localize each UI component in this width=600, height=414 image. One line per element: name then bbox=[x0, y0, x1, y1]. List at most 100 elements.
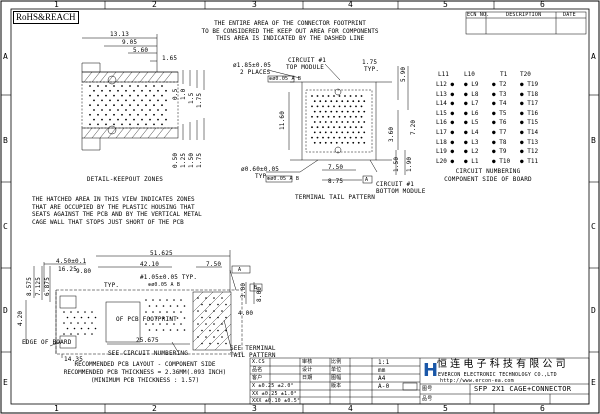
layout-via bbox=[183, 317, 186, 319]
keepout-pad bbox=[89, 113, 91, 116]
keepout-pad bbox=[101, 89, 103, 92]
layout-dim-51-625: 51.625 bbox=[150, 250, 173, 257]
row-letter-a: A bbox=[3, 52, 9, 61]
terminal-pin bbox=[311, 115, 313, 118]
keepout-pad bbox=[105, 123, 107, 126]
cn-header-t1: T1 bbox=[500, 71, 508, 78]
col-number-2: 2 bbox=[152, 0, 158, 9]
terminal-pin bbox=[313, 141, 316, 144]
keepout-pad bbox=[153, 113, 155, 116]
terminal-pin bbox=[357, 141, 360, 144]
keepout-pad bbox=[113, 85, 115, 87]
rev-header-ecn: ECN NO. bbox=[467, 12, 490, 18]
keepout-pad bbox=[153, 94, 155, 97]
terminal-pin bbox=[322, 95, 324, 97]
circuit-numbering-subtitle: COMPONENT SIDE OF BOARD bbox=[444, 176, 532, 183]
terminal-pin bbox=[341, 110, 344, 113]
tail-hole-note: ø1.85±0.05 bbox=[233, 62, 272, 69]
terminal-pin bbox=[319, 131, 322, 134]
keepout-pad bbox=[161, 113, 163, 116]
terminal-pin bbox=[324, 100, 327, 103]
terminal-pin bbox=[352, 121, 355, 123]
layout-via bbox=[84, 311, 86, 313]
layout-via bbox=[209, 316, 211, 319]
terminal-pin bbox=[338, 95, 341, 97]
keepout-pad bbox=[133, 89, 135, 92]
terminal-pin bbox=[357, 100, 360, 103]
keepout-pad bbox=[137, 123, 139, 126]
layout-via bbox=[197, 297, 199, 299]
keepout-pad bbox=[105, 94, 107, 97]
keepout-pad bbox=[93, 118, 95, 121]
rev-header-description: DESCRIPTION bbox=[506, 12, 542, 18]
layout-via bbox=[145, 323, 147, 325]
keepout-pad bbox=[149, 109, 151, 111]
terminal-pin bbox=[357, 121, 360, 123]
layout-see-circuit: SEE CIRCUIT NUMBERING bbox=[108, 350, 189, 357]
circuit-label-t18: ● T18 bbox=[520, 90, 539, 98]
terminal-pin bbox=[319, 121, 322, 123]
keepout-pad bbox=[153, 123, 155, 126]
keepout-pad bbox=[161, 85, 163, 87]
hatched-note: THE HATCHED AREA IN THIS VIEW INDICATES … bbox=[32, 196, 202, 226]
layout-via bbox=[159, 323, 161, 325]
terminal-pin bbox=[311, 136, 313, 139]
terminal-pin bbox=[327, 95, 330, 97]
keepout-pad bbox=[145, 94, 147, 97]
layout-via bbox=[87, 327, 90, 330]
layout-via bbox=[213, 310, 215, 312]
layout-via bbox=[221, 297, 223, 299]
layout-via bbox=[80, 316, 83, 319]
keepout-pad bbox=[137, 104, 139, 107]
keepout-pad bbox=[93, 89, 95, 92]
terminal-pin bbox=[311, 95, 313, 97]
layout-dim-14-35: 14.35 bbox=[64, 356, 84, 363]
tb-tol-row-1: X ±0.25 ±2.0° bbox=[252, 383, 294, 389]
terminal-pin bbox=[355, 136, 357, 139]
col-number-4: 4 bbox=[348, 0, 354, 9]
layout-via bbox=[70, 311, 72, 313]
keepout-pad bbox=[133, 118, 135, 121]
circuit-label-l17: L17 ● bbox=[436, 128, 455, 136]
keepout-pad bbox=[121, 85, 123, 87]
row-letter-b: B bbox=[3, 136, 9, 145]
terminal-pin bbox=[333, 136, 335, 139]
recommended-line-2: RECOMMENDED PCB THICKNESS = 2.36MM(.093 … bbox=[63, 369, 227, 376]
tb-title: SFP 2X1 CAGE+CONNECTOR bbox=[474, 385, 572, 393]
layout-dim-7-125: 7.125 bbox=[35, 276, 42, 296]
layout-via bbox=[221, 323, 223, 325]
circuit-numbering-title: CIRCUIT NUMBERING bbox=[455, 168, 521, 175]
keepout-dim-1-0: 1.0 bbox=[180, 88, 187, 100]
terminal-pin bbox=[346, 100, 349, 103]
keepout-pad bbox=[109, 89, 111, 92]
cn-header-l10: L10 bbox=[464, 71, 475, 78]
circuit-label-t6: ● T6 bbox=[492, 119, 507, 127]
layout-via bbox=[180, 299, 182, 301]
keepout-pad bbox=[97, 94, 99, 97]
terminal-pin bbox=[324, 131, 327, 134]
keepout-pad bbox=[137, 94, 139, 97]
keepout-pad bbox=[101, 109, 103, 111]
circuit-label-l4: ● L4 bbox=[464, 128, 479, 136]
layout-via bbox=[70, 333, 72, 335]
keepout-pad bbox=[141, 118, 143, 121]
keepout-pad bbox=[149, 99, 151, 102]
terminal-pin bbox=[322, 115, 324, 118]
terminal-pin bbox=[338, 136, 341, 139]
layout-via bbox=[169, 317, 172, 319]
tb-label-design: 设计 bbox=[302, 367, 313, 373]
keepout-pad bbox=[89, 123, 91, 126]
keepout-pad bbox=[117, 89, 119, 92]
tb-rev-value: A-0 bbox=[378, 383, 390, 390]
circuit-label-t10: ● T10 bbox=[492, 157, 511, 165]
terminal-pin bbox=[349, 105, 352, 108]
tail-pin-tolerance: ⊕ø0.05 A B bbox=[267, 176, 300, 182]
layout-via bbox=[159, 311, 161, 313]
terminal-pin bbox=[360, 95, 363, 97]
terminal-pin bbox=[327, 115, 330, 118]
hatched-note-line-3: SEATS AGAINST THE PCB AND BY THE VERTICA… bbox=[32, 211, 202, 218]
keepout-pad bbox=[101, 118, 103, 121]
layout-via bbox=[183, 329, 186, 331]
tail-dim-3-60: 3.60 bbox=[388, 126, 395, 142]
